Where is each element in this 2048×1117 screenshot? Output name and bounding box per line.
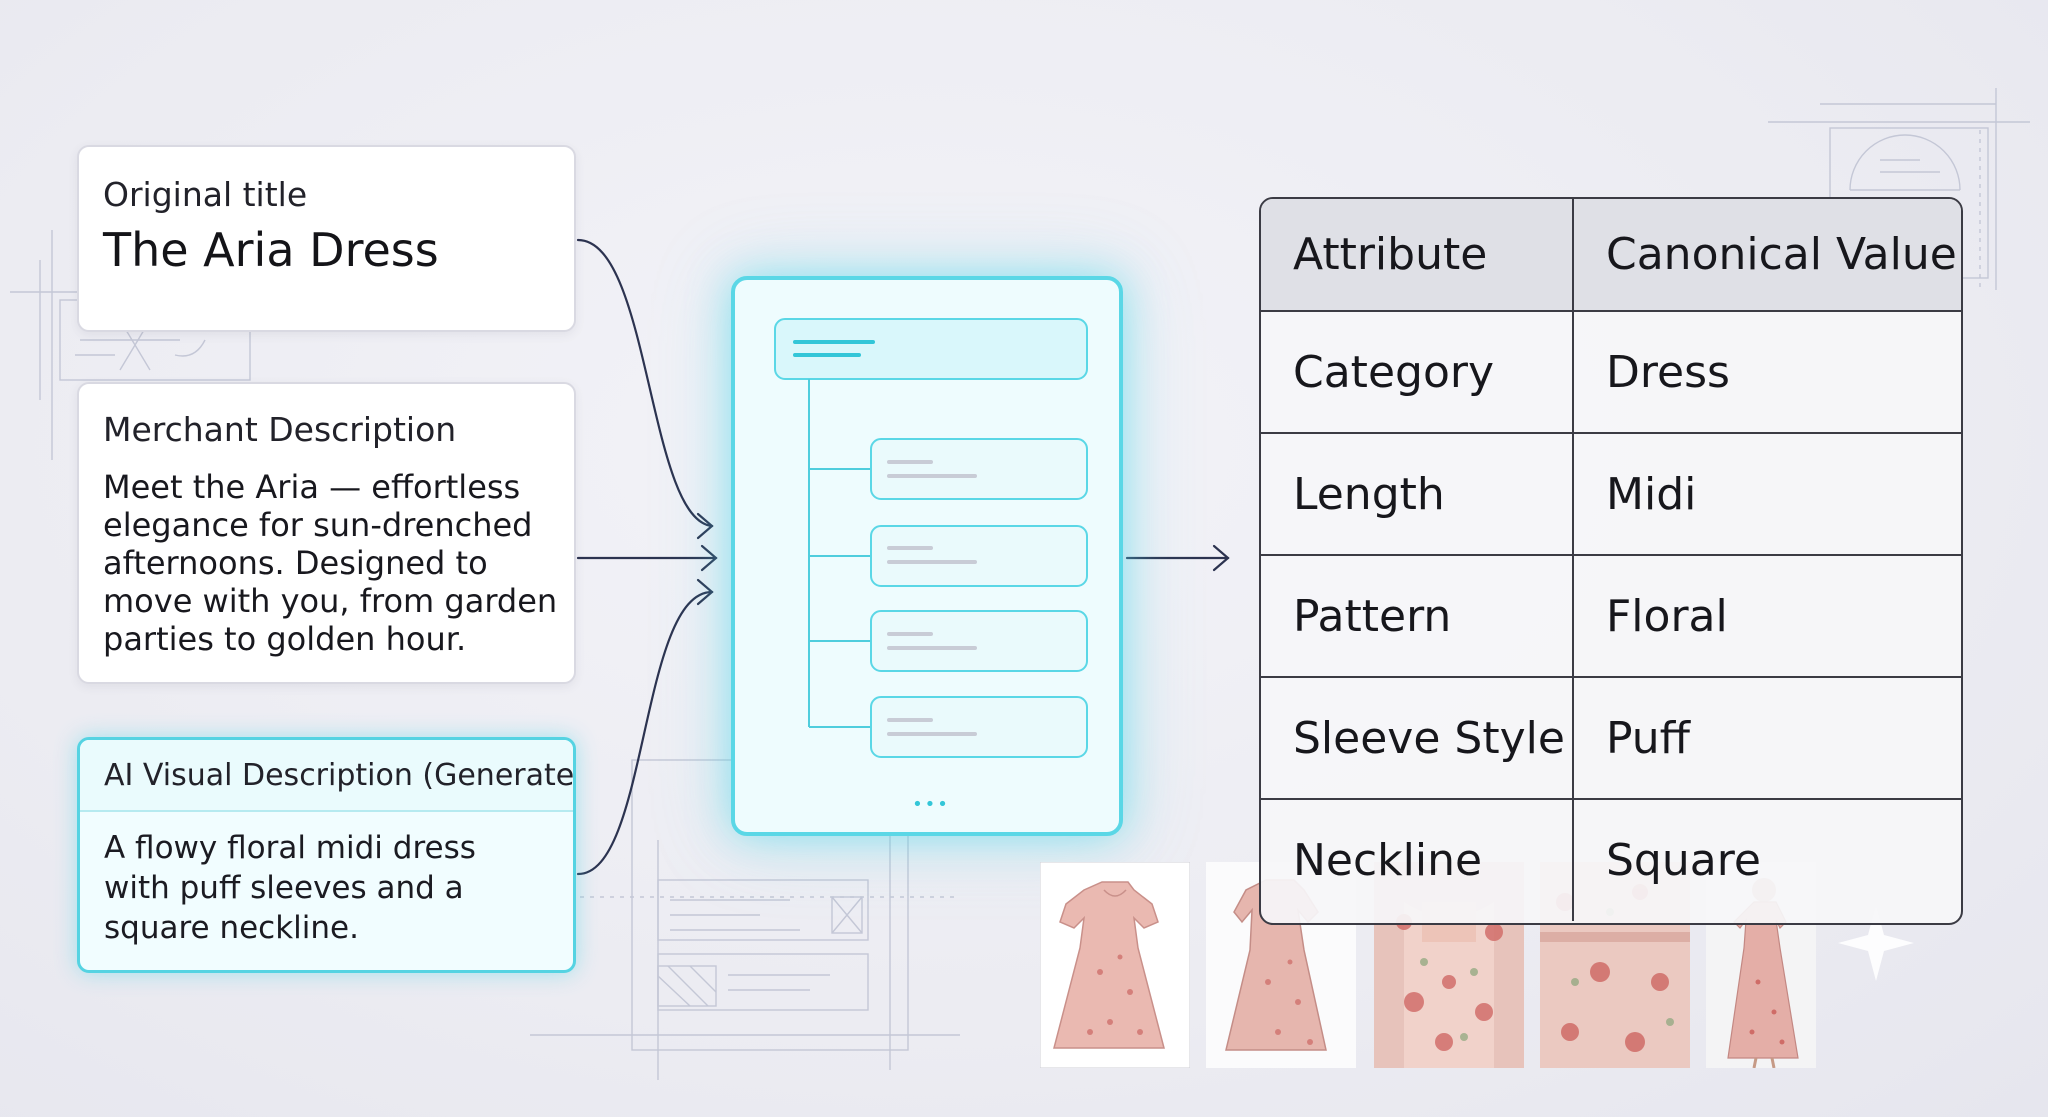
table-row: Neckline Square — [1261, 799, 1961, 921]
table-row: Sleeve Style Puff — [1261, 677, 1961, 800]
ai-visual-description-card: AI Visual Description (Generated) A flow… — [77, 737, 576, 973]
attribute-cell: Pattern — [1261, 555, 1574, 678]
merchant-description-card: Merchant Description Meet the Aria — eff… — [77, 382, 576, 684]
original-title-value: The Aria Dress — [103, 223, 439, 277]
original-title-label: Original title — [103, 175, 308, 214]
value-cell: Dress — [1573, 311, 1961, 434]
table-row: Category Dress — [1261, 311, 1961, 434]
header-canonical-value: Canonical Value — [1573, 199, 1961, 312]
root-node — [774, 318, 1088, 380]
child-node-3 — [870, 610, 1088, 672]
arrowhead-output — [1212, 544, 1230, 572]
header-attribute: Attribute — [1261, 199, 1574, 312]
sparkle-icon — [1838, 905, 1914, 981]
attribute-cell: Sleeve Style — [1261, 677, 1574, 800]
value-cell: Midi — [1573, 433, 1961, 556]
table-row: Pattern Floral — [1261, 555, 1961, 678]
merchant-description-text: Meet the Aria — effortless elegance for … — [103, 468, 558, 658]
ai-card-header: AI Visual Description (Generated) — [80, 740, 573, 812]
attribute-cell: Length — [1261, 433, 1574, 556]
arrowhead-ai — [696, 578, 714, 606]
arrowhead-title — [696, 512, 714, 540]
merchant-description-label: Merchant Description — [103, 410, 457, 449]
attribute-cell: Neckline — [1261, 799, 1574, 921]
value-cell: Floral — [1573, 555, 1961, 678]
tree-structure: ••• — [774, 318, 1088, 815]
attribute-cell: Category — [1261, 311, 1574, 434]
value-cell: Square — [1606, 835, 1761, 886]
arrowhead-merchant — [700, 544, 718, 572]
attribute-table: Attribute Canonical Value Category Dress… — [1259, 197, 1963, 925]
original-title-card: Original title The Aria Dress — [77, 145, 576, 332]
processing-panel: ••• — [731, 276, 1123, 836]
table-header-row: Attribute Canonical Value — [1261, 199, 1961, 312]
dress-front-icon — [1040, 862, 1190, 1068]
table-row: Length Midi — [1261, 433, 1961, 556]
ai-visual-description-label: AI Visual Description (Generated) — [104, 758, 576, 793]
connector-ai — [576, 590, 714, 876]
ai-visual-description-text: A flowy floral midi dress with puff slee… — [104, 830, 476, 946]
more-dots: ••• — [912, 794, 950, 815]
child-node-2 — [870, 525, 1088, 587]
child-node-4 — [870, 696, 1088, 758]
connector-title — [576, 238, 714, 528]
value-cell: Puff — [1573, 677, 1961, 800]
child-node-1 — [870, 438, 1088, 500]
